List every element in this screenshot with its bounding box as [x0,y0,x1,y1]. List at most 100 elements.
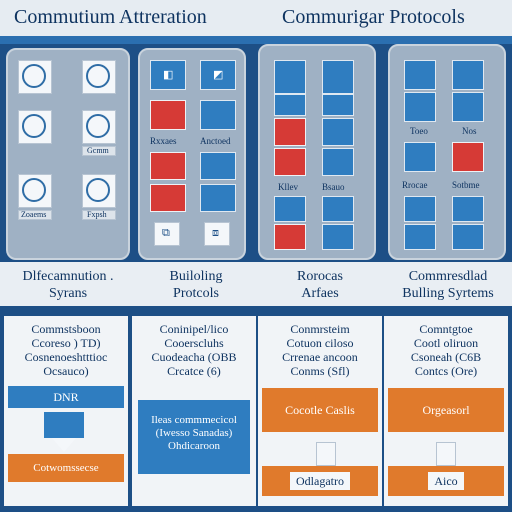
header-title-right: Commurigar Protocols [282,6,465,28]
panel-1-icon-tile [18,60,52,94]
panel-1-icon-tile [18,110,52,144]
bottom-card-4-title: Comntgtoe Cootl oliruon Csoneah (C6B Con… [384,322,508,378]
panel-3-caption: Rorocas Arfaes [256,268,384,302]
title-line: Crcatce (6) [167,364,221,378]
header-title-left: Commutium Attreration [14,6,207,28]
panel-3-tile [274,94,306,116]
panel-3-tile [322,60,354,94]
panel-3-frame: Kllev Bsauo [258,44,376,260]
circle-icon [86,114,110,138]
panel-4-tile [404,196,436,222]
panel-3-tile [274,196,306,222]
arrow-down-icon [52,438,76,452]
panel-3-tile [322,224,354,250]
panel-1-icon-tile [82,60,116,94]
title-line: Csoneah (C6B [410,350,482,364]
bottom-card-3-title: Conmrsteim Cotuon ciloso Crrenae ancoon … [258,322,382,378]
document-icon: ⧉ [162,227,170,239]
panel-2-tile [150,152,186,180]
title-line: Commstsboon [31,322,101,336]
panel-2-caption: Builoling Protcols [132,268,260,302]
panel-3-label: Kllev [278,182,298,192]
document-icon [436,442,456,466]
panel-4-label: Sotbme [452,180,480,190]
panel-4-tile [452,224,484,250]
title-line: Conmrsteim [290,322,350,336]
title-line: Cosnenoeshtttioc [24,350,108,364]
panel-1-label: Gcmm [87,146,109,155]
document-icon [316,442,336,466]
panel-4-tile [452,142,484,172]
panel-3-tile [274,224,306,250]
panel-3-caption-line: Rorocas [297,269,343,284]
panel-3-tile [322,148,354,176]
panel-2-tile [200,100,236,130]
bottom-card-1-connector [44,412,84,438]
panel-1-label: Zoaems [21,210,47,219]
panel-1-icon-tile [18,174,52,208]
panel-3-tile [274,60,306,94]
panel-3-tile [322,118,354,146]
panel-4-tile [452,60,484,90]
bottom-card-1-title: Commstsboon Ccoreso ) TD) Cosnenoeshttti… [4,322,128,378]
panel-3-label: Bsauo [322,182,345,192]
title-line: Comntgtoe [419,322,473,336]
title-line: Cootl oliruon [413,336,479,350]
circle-icon [22,178,46,202]
bottom-card-4-block: Orgeasorl [388,388,504,432]
panel-4-tile [404,142,436,172]
title-line: Cuodeacha (OBB [151,350,237,364]
panel-3-tile [322,196,354,222]
panel-2-frame: ◧ ◩ Rxxaes Anctoed ⧉ ⧈ [138,48,246,260]
bottom-card-2: Coninipel/lico Cooerscluhs Cuodeacha (OB… [132,316,256,506]
circle-icon [86,178,110,202]
panel-3-tile [274,118,306,146]
panel-4-caption: Commresdlad Bulling Syrtems [384,268,512,302]
panel-1-label-strip: Fxpsh [82,210,116,220]
header-divider [0,36,512,44]
window-icon: ◩ [213,69,224,81]
header-bar: Commutium Attreration Commurigar Protoco… [0,0,512,36]
panel-2-tile [200,152,236,180]
panel-4-tile [404,60,436,90]
title-line: Ccoreso ) TD) [31,336,101,350]
circle-icon [86,64,110,88]
window-icon: ◧ [163,69,174,81]
bottom-card-4-footer-label: Aico [428,472,464,490]
title-line: Cotuon ciloso [286,336,354,350]
panel-1-label-strip: Gcmm [82,146,116,156]
panel-1-caption-line: Dlfecamnution . [22,269,114,284]
panel-2-tile [150,184,186,212]
bottom-card-1-block: DNR [8,386,124,408]
caption-band [0,262,512,306]
panel-2-tile: ◩ [200,60,236,90]
panel-4-caption-line: Bulling Syrtems [402,286,494,301]
circle-icon [22,114,46,138]
bottom-card-4: Comntgtoe Cootl oliruon Csoneah (C6B Con… [384,316,508,506]
panel-4-tile [452,196,484,222]
panel-2-caption-line: Builoling [169,269,223,284]
bottom-card-1-block: Cotwomssecse [8,454,124,482]
bottom-card-4-footer: Aico [388,466,504,496]
panel-2-label: Rxxaes [150,136,177,146]
bottom-card-2-block: Ileas commmecicol (Iwesso Sanadas) Ohdic… [138,400,250,474]
panel-2-caption-line: Protcols [173,286,219,301]
panel-1-caption: Dlfecamnution . Syrans [4,268,132,302]
panel-4-frame: Toeo Nos Rrocae Sotbme [388,44,506,260]
panel-2-label: Anctoed [200,136,231,146]
circle-icon [22,64,46,88]
panel-1-label: Fxpsh [87,210,107,219]
bottom-card-3: Conmrsteim Cotuon ciloso Crrenae ancoon … [258,316,382,506]
document-icon: ⧈ [212,227,219,239]
bottom-card-3-block: Cocotle Caslis [262,388,378,432]
title-line: Contcs (Ore) [414,364,478,378]
panel-3-tile [274,148,306,176]
panel-4-tile [452,92,484,122]
panel-4-label: Toeo [410,126,428,136]
title-line: Coninipel/lico [159,322,229,336]
title-line: Conms (Sfl) [290,364,350,378]
panel-4-tile [404,92,436,122]
bottom-card-1: Commstsboon Ccoreso ) TD) Cosnenoeshttti… [4,316,128,506]
panel-2-tile: ◧ [150,60,186,90]
panel-3-tile [322,94,354,116]
